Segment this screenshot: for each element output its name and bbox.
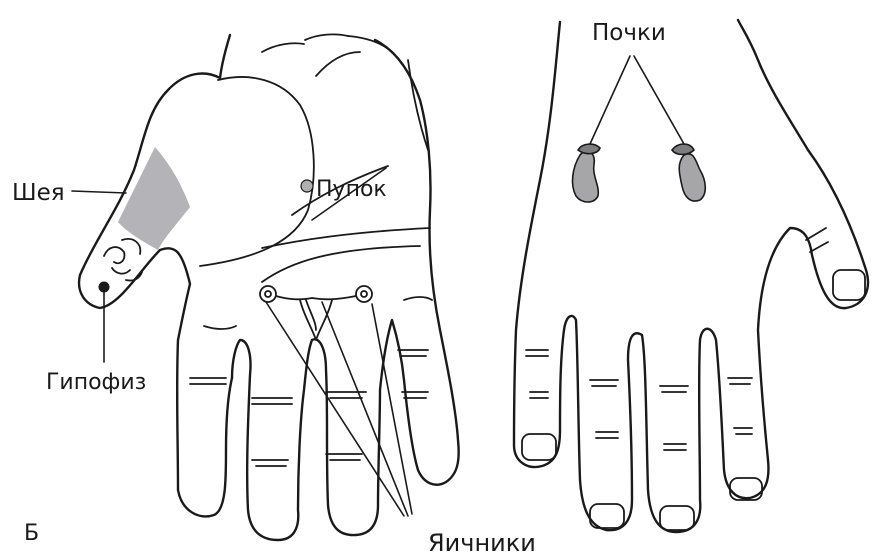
palm-crease <box>408 60 428 150</box>
label-ovaries: Яичники <box>428 529 536 554</box>
label-pituitary: Гипофиз <box>46 370 146 395</box>
navel-point <box>301 180 313 192</box>
left-fingers-outline <box>232 40 459 540</box>
ovaries-schematic <box>260 286 372 340</box>
thumb-nail <box>833 270 865 300</box>
kidney-right-cap <box>672 144 694 155</box>
kidney-left <box>573 151 599 202</box>
palm-crease <box>262 246 420 282</box>
neck-zone <box>118 147 190 250</box>
knuckle-line <box>305 34 348 40</box>
palm-crease <box>262 228 430 248</box>
kidney-left-cap <box>578 144 600 154</box>
finger-crease <box>204 326 236 329</box>
pituitary-point <box>99 282 110 293</box>
left-hand-outline <box>79 35 232 516</box>
neck-leader <box>72 191 126 193</box>
thumb-knuckle <box>810 242 828 252</box>
right-hand-back <box>514 20 868 532</box>
label-panel: Б <box>24 521 39 546</box>
nail-little <box>730 478 762 500</box>
kidneys <box>573 144 706 202</box>
finger-crease <box>404 297 432 300</box>
thumb-knuckle <box>806 228 826 240</box>
thenar-line <box>200 77 314 266</box>
right-hand-outline <box>514 20 868 532</box>
nail-index <box>522 434 556 460</box>
kidneys-leader-right <box>634 56 684 144</box>
label-neck: Шея <box>12 180 65 206</box>
thumb-fingerprint <box>104 239 142 281</box>
palm-crease <box>316 52 360 76</box>
knuckle-line <box>262 43 304 52</box>
kidney-right <box>679 154 705 201</box>
nail-ring <box>660 506 694 530</box>
label-kidneys: Почки <box>592 20 666 46</box>
kidneys-leader-left <box>590 56 630 144</box>
label-navel: Пупок <box>316 177 387 202</box>
left-hand-palm <box>72 34 459 540</box>
